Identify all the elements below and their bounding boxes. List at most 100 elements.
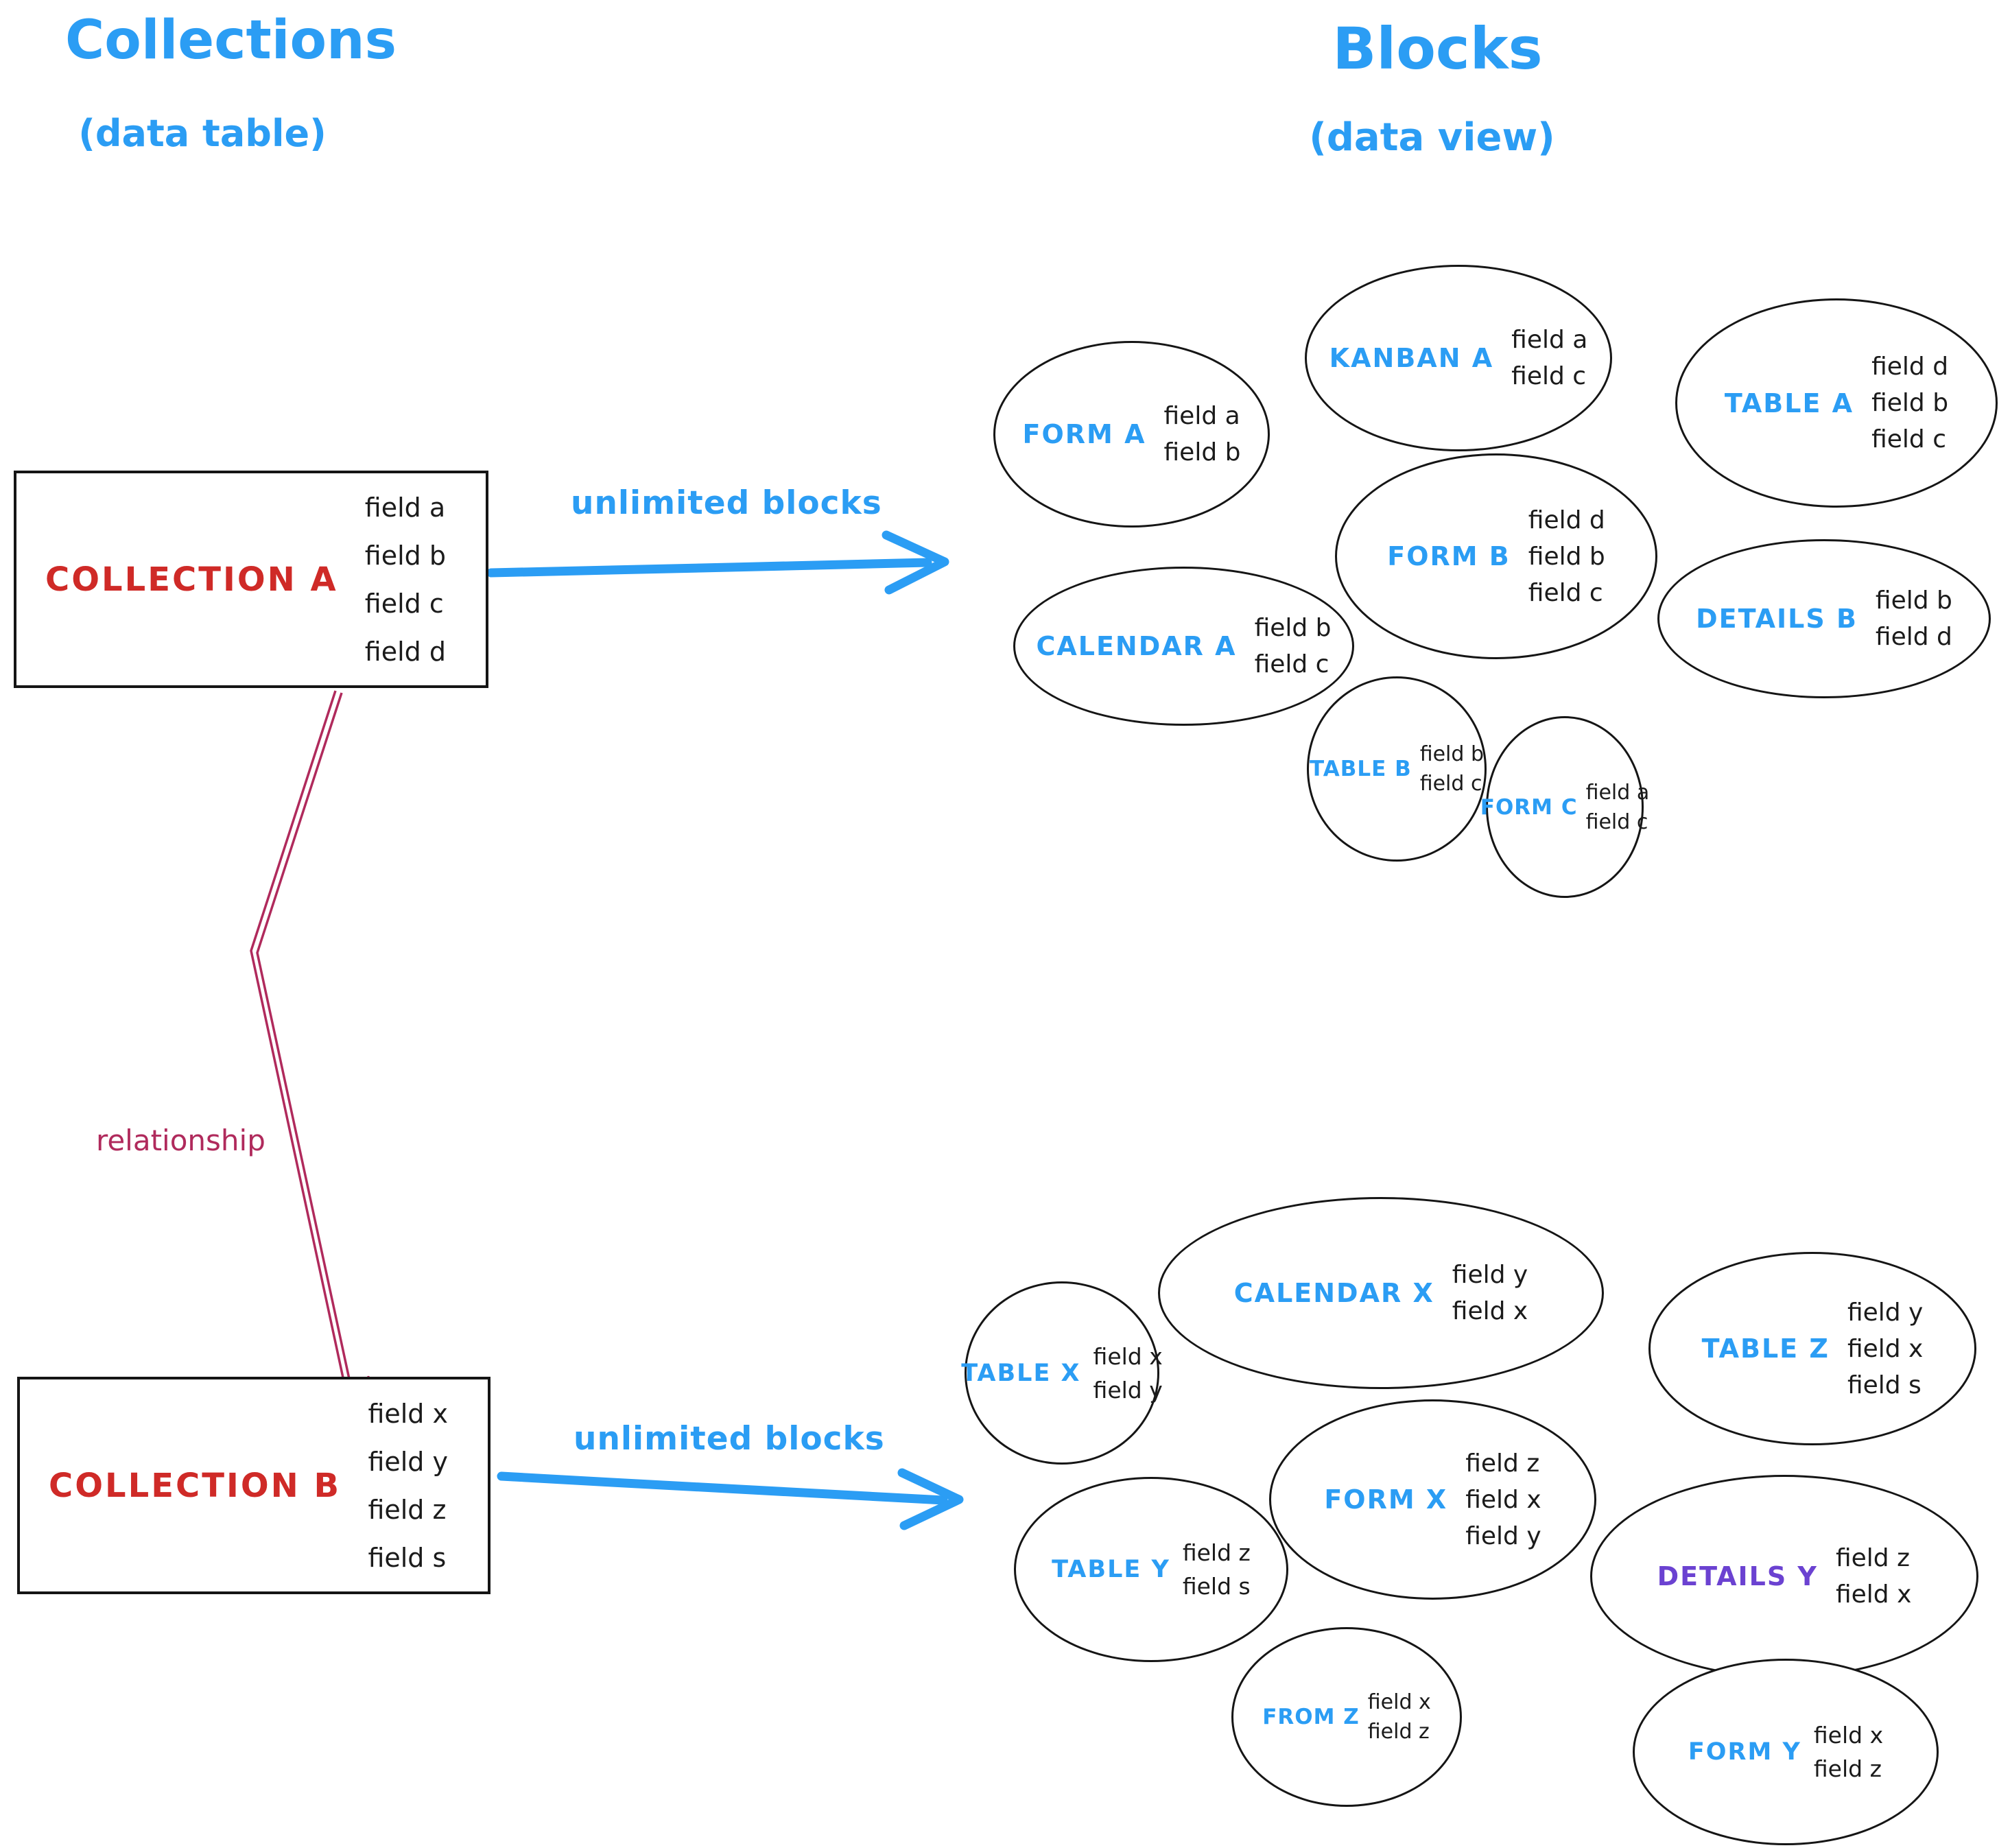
block-fields: field b field c [1420, 742, 1484, 796]
collection-b-fields: field x field y field z field s [368, 1399, 448, 1573]
unlimited-blocks-arrow-b [497, 1468, 964, 1530]
blocks-subtitle: (data view) [1309, 115, 1555, 160]
block-field: field y [1465, 1521, 1541, 1550]
collection-a-box: COLLECTION A field a field b field c fie… [14, 471, 488, 688]
block-label: FORM C [1480, 794, 1578, 820]
block-field: field c [1511, 362, 1587, 390]
collection-a-fields: field a field b field c field d [365, 493, 446, 667]
block-fields: field a field c [1511, 326, 1587, 390]
block-fields: field z field s [1183, 1539, 1251, 1600]
collection-a-field: field a [364, 492, 446, 523]
block-field: field b [1871, 389, 1949, 417]
arrow-a-label: unlimited blocks [571, 484, 882, 522]
block-form-a: FORM A field a field b [993, 341, 1270, 528]
blocks-title: Blocks [1332, 15, 1543, 82]
block-field: field y [1452, 1261, 1528, 1289]
block-form-b: FORM B field d field b field c [1335, 453, 1657, 659]
block-fields: field d field b field c [1871, 353, 1948, 453]
collection-b-title: COLLECTION B [49, 1466, 342, 1505]
block-fields: field x field z [1814, 1722, 1883, 1782]
block-label: DETAILS Y [1657, 1561, 1818, 1591]
block-field: field b [1419, 742, 1485, 766]
block-field: field x [1465, 1485, 1541, 1514]
arrow-b-label: unlimited blocks [574, 1420, 885, 1458]
block-table-z: TABLE Z field y field x field s [1648, 1252, 1976, 1445]
block-label: CALENDAR X [1233, 1278, 1434, 1308]
block-fields: field y field x [1452, 1261, 1528, 1325]
block-fields: field x field z [1368, 1690, 1431, 1744]
block-label: FORM Y [1688, 1738, 1801, 1766]
collection-a-field: field c [364, 588, 444, 619]
block-field: field d [1875, 623, 1952, 651]
block-label: FROM Z [1262, 1705, 1360, 1729]
block-label: DETAILS B [1696, 604, 1858, 634]
collections-subtitle: (data table) [78, 112, 327, 155]
block-field: field d [1871, 353, 1949, 381]
block-fields: field b field d [1876, 587, 1952, 651]
block-label: TABLE Z [1701, 1334, 1830, 1364]
block-field: field b [1163, 438, 1241, 466]
block-form-y: FORM Y field x field z [1633, 1659, 1939, 1845]
block-field: field z [1182, 1539, 1251, 1566]
block-field: field x [1847, 1334, 1924, 1363]
block-fields: field a field c [1586, 781, 1650, 834]
block-field: field x [1367, 1690, 1431, 1714]
collection-a-field: field b [364, 540, 446, 571]
block-field: field z [1813, 1755, 1882, 1782]
block-fields: field z field x [1836, 1544, 1911, 1609]
block-kanban-a: KANBAN A field a field c [1305, 265, 1612, 451]
block-field: field s [1182, 1573, 1251, 1600]
block-fields: field y field x field s [1847, 1299, 1923, 1399]
block-fields: field d field b field c [1528, 506, 1605, 607]
block-field: field z [1465, 1449, 1540, 1478]
block-label: FORM B [1387, 541, 1511, 571]
block-field: field c [1871, 425, 1946, 453]
block-label: FORM X [1324, 1484, 1448, 1515]
collection-b-field: field y [368, 1446, 448, 1477]
block-fields: field a field b [1164, 402, 1241, 466]
collection-a-field: field d [364, 636, 446, 667]
block-field: field b [1528, 542, 1605, 571]
block-label: TABLE Y [1052, 1556, 1170, 1583]
block-field: field x [1452, 1297, 1528, 1325]
block-label: TABLE B [1309, 757, 1412, 781]
block-label: CALENDAR A [1036, 631, 1237, 661]
collection-b-field: field x [368, 1398, 448, 1429]
block-fields: field x field y [1093, 1343, 1163, 1403]
block-field: field y [1093, 1376, 1163, 1403]
block-field: field z [1835, 1544, 1910, 1572]
block-from-z: FROM Z field x field z [1231, 1627, 1462, 1807]
block-label: KANBAN A [1329, 343, 1494, 373]
block-field: field x [1835, 1580, 1912, 1609]
block-fields: field z field x field y [1465, 1449, 1541, 1550]
block-label: FORM A [1022, 419, 1146, 449]
block-table-a: TABLE A field d field b field c [1675, 298, 1998, 508]
block-table-y: TABLE Y field z field s [1014, 1477, 1288, 1662]
block-details-b: DETAILS B field b field d [1657, 539, 1991, 698]
collection-b-field: field z [368, 1494, 447, 1525]
collections-title: Collections [65, 10, 397, 71]
block-field: field b [1875, 587, 1952, 615]
block-label: TABLE A [1724, 388, 1854, 418]
block-table-x: TABLE X field x field y [961, 1281, 1163, 1465]
block-field: field c [1419, 772, 1482, 796]
block-field: field c [1254, 650, 1329, 678]
block-form-x: FORM X field z field x field y [1269, 1399, 1596, 1600]
block-form-c: FORM C field a field c [1480, 716, 1649, 898]
collection-b-field: field s [368, 1542, 447, 1573]
block-field: field s [1847, 1371, 1922, 1399]
block-field: field a [1163, 402, 1240, 430]
block-table-b: TABLE B field b field c [1307, 676, 1487, 862]
block-fields: field b field c [1255, 614, 1332, 678]
block-field: field a [1585, 780, 1650, 805]
block-field: field z [1367, 1720, 1430, 1744]
block-field: field x [1093, 1342, 1163, 1370]
block-field: field y [1847, 1298, 1924, 1327]
relationship-label: relationship [96, 1124, 265, 1157]
relationship-arrow [250, 690, 373, 1415]
block-calendar-a: CALENDAR A field b field c [1013, 567, 1354, 726]
unlimited-blocks-arrow-a [486, 530, 949, 595]
block-field: field c [1585, 809, 1648, 834]
block-field: field b [1254, 614, 1332, 642]
